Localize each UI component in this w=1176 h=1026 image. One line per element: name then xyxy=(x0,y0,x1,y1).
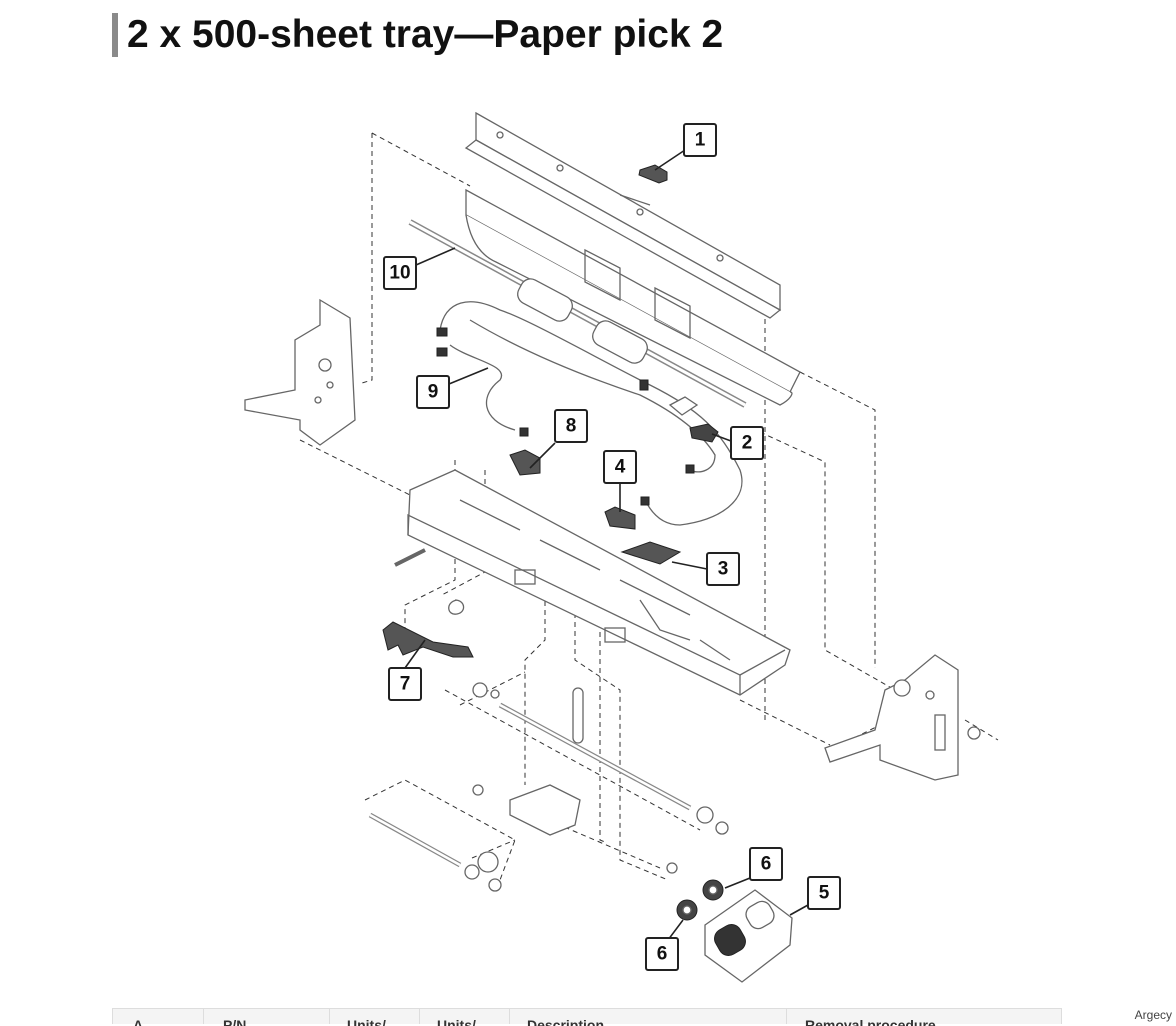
watermark: Argecy xyxy=(1134,1008,1172,1022)
callout-8: 8 xyxy=(554,409,588,443)
callout-10: 10 xyxy=(383,256,417,290)
callout-5: 5 xyxy=(807,876,841,910)
callout-4: 4 xyxy=(603,450,637,484)
tray-base xyxy=(407,469,791,696)
paper-guide-trough xyxy=(465,188,801,406)
svg-text:10: 10 xyxy=(389,263,410,284)
right-side-frame xyxy=(824,654,959,781)
svg-text:5: 5 xyxy=(819,883,830,904)
svg-text:6: 6 xyxy=(761,854,772,875)
callout-7: 7 xyxy=(388,667,422,701)
col-header-asm: A xyxy=(133,1018,144,1026)
callout-leaders xyxy=(404,149,809,941)
svg-text:8: 8 xyxy=(566,416,577,437)
callout-3: 3 xyxy=(706,552,740,586)
parts-table-header: A P/N Units/ Units/ Description Removal … xyxy=(112,1008,1062,1026)
left-side-frame xyxy=(244,298,356,446)
alignment-lines xyxy=(299,132,999,881)
svg-text:1: 1 xyxy=(695,130,706,151)
col-header-removal: Removal procedure xyxy=(805,1018,936,1026)
pick-lever xyxy=(382,599,474,658)
pick-rollers xyxy=(676,879,793,983)
svg-text:9: 9 xyxy=(428,382,439,403)
svg-text:3: 3 xyxy=(718,559,729,580)
svg-text:4: 4 xyxy=(615,457,626,478)
upper-frame-rail xyxy=(464,111,782,319)
svg-text:7: 7 xyxy=(400,674,411,695)
col-header-units-fru: Units/ xyxy=(347,1018,386,1026)
callout-1: 1 xyxy=(683,123,717,157)
svg-text:2: 2 xyxy=(742,433,753,454)
col-header-description: Description xyxy=(527,1018,605,1026)
col-header-pn: P/N xyxy=(223,1018,247,1026)
callout-9: 9 xyxy=(416,375,450,409)
pick-shaft-assembly xyxy=(408,219,747,408)
page-title: 2 x 500-sheet tray—Paper pick 2 xyxy=(127,13,724,56)
svg-text:6: 6 xyxy=(657,944,668,965)
callout-6-upper: 6 xyxy=(749,847,783,881)
callout-6-lower: 6 xyxy=(645,937,679,971)
lower-drive-shafts xyxy=(368,682,981,892)
small-parts xyxy=(394,164,719,567)
callout-2: 2 xyxy=(730,426,764,460)
col-header-units-mach: Units/ xyxy=(437,1018,476,1026)
title-accent-bar xyxy=(112,13,118,57)
